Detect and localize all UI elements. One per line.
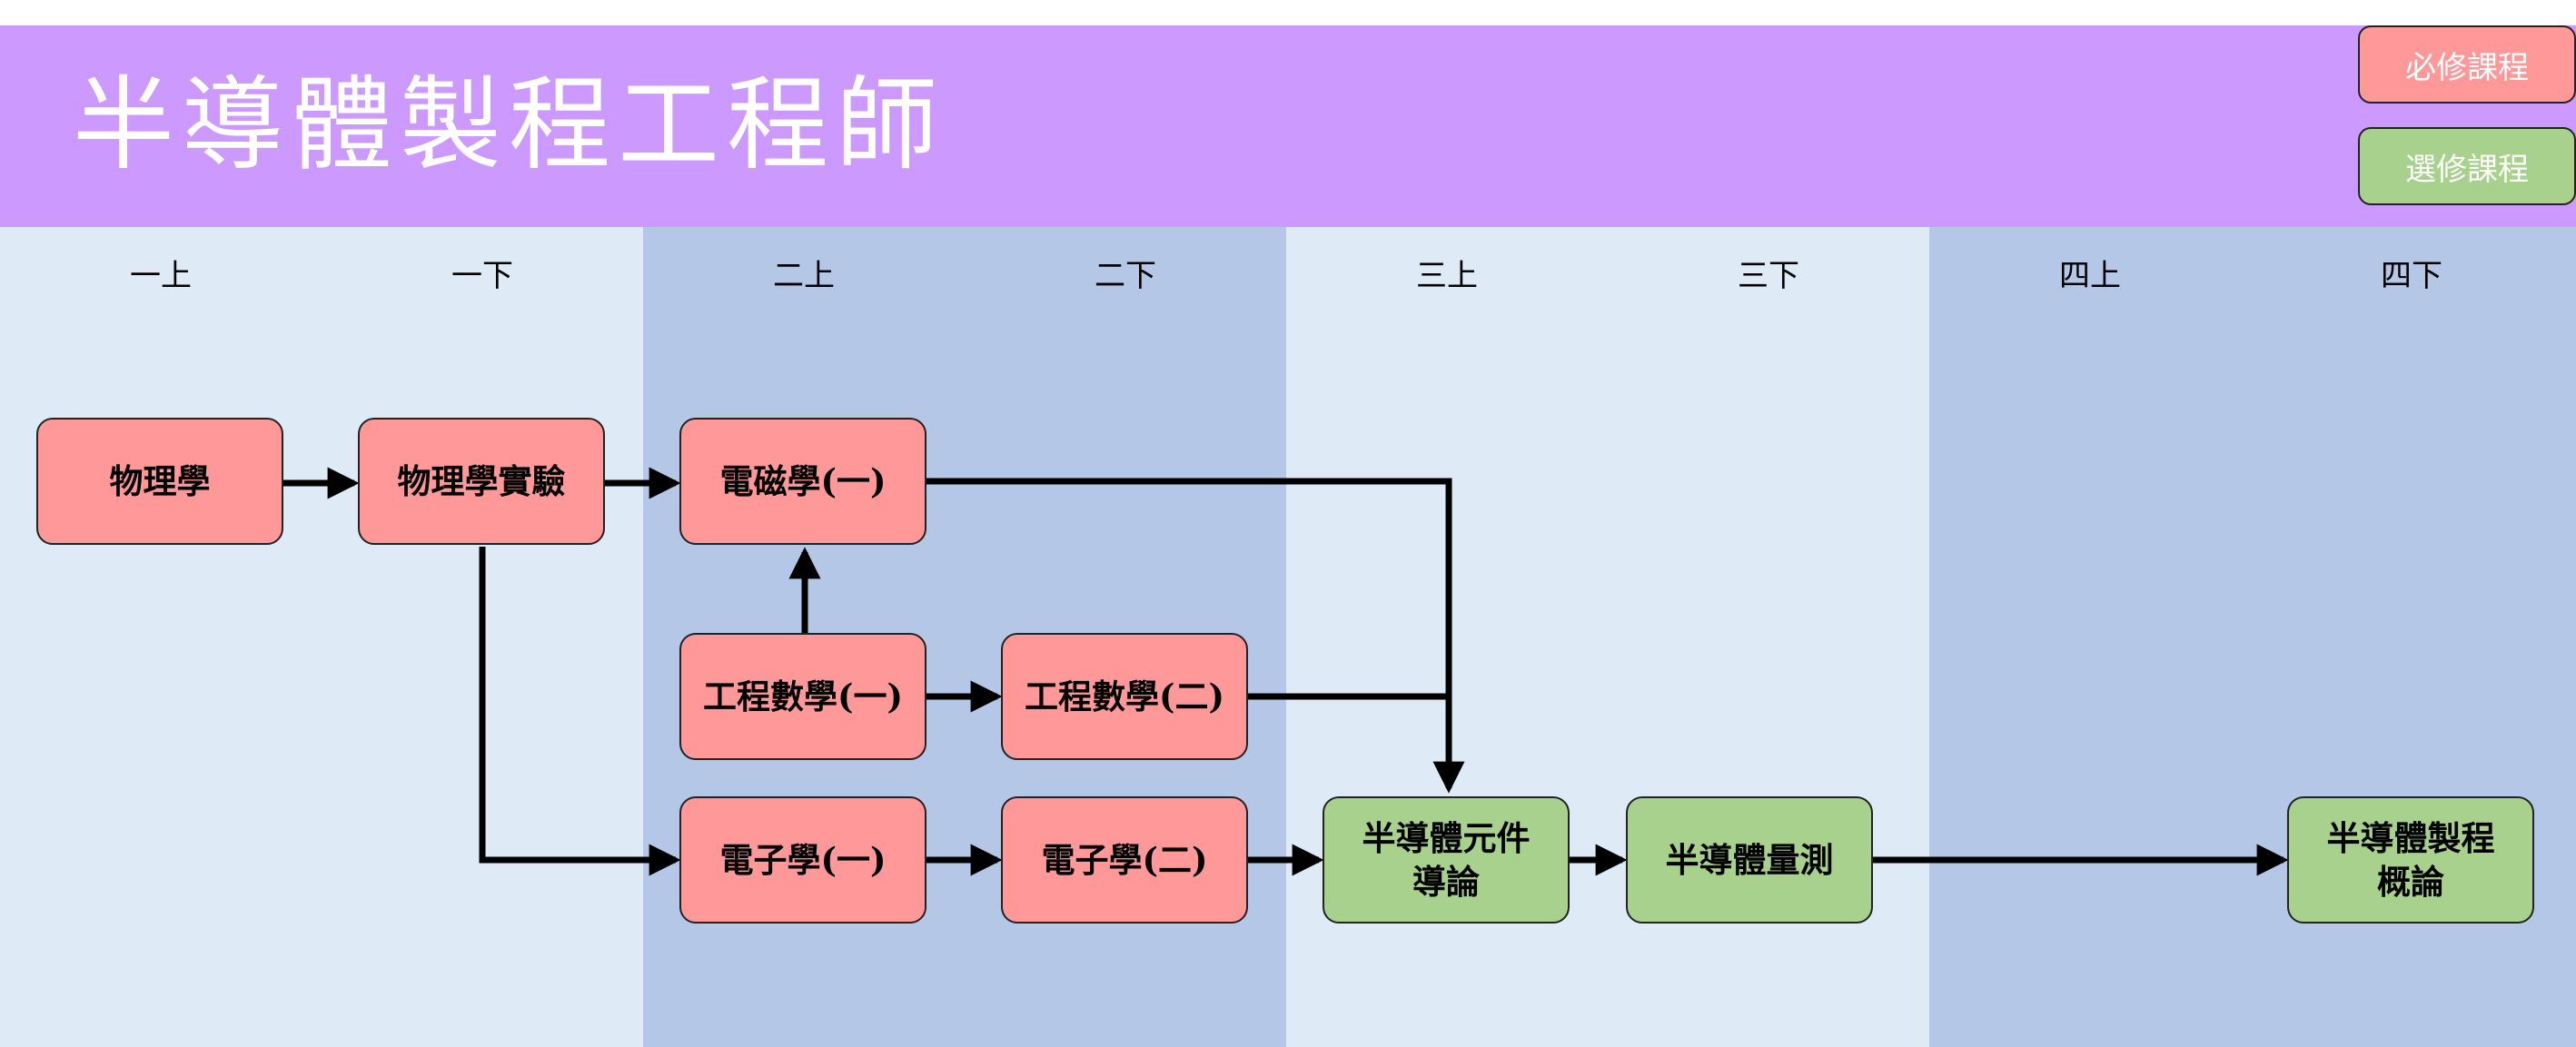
course-engineering-math-1: 工程數學(一) [679, 633, 926, 760]
arrow-lab-to-electronics1 [479, 547, 681, 876]
course-electronics-1: 電子學(一) [679, 796, 926, 924]
course-semiconductor-measurement: 半導體量測 [1626, 796, 1873, 924]
semester-label-3b: 三下 [1738, 258, 1799, 294]
course-semiconductor-device-intro: 半導體元件 導論 [1323, 796, 1570, 924]
page-title: 半導體製程工程師 [73, 66, 945, 184]
legend-elective-course: 選修課程 [2358, 127, 2576, 205]
semester-label-2a: 二上 [773, 258, 835, 294]
semester-label-3a: 三上 [1416, 258, 1478, 294]
semester-label-1b: 一下 [451, 258, 513, 294]
course-physics: 物理學 [36, 418, 283, 545]
semester-label-1a: 一上 [130, 258, 192, 294]
arrow-em1-to-device [926, 478, 1465, 794]
course-physics-lab: 物理學實驗 [358, 418, 605, 545]
semester-label-4b: 四下 [2381, 258, 2442, 294]
legend-required-course: 必修課程 [2358, 25, 2576, 104]
semester-label-2b: 二下 [1095, 258, 1156, 294]
course-electronics-2: 電子學(二) [1001, 796, 1248, 924]
semester-label-4a: 四上 [2059, 258, 2121, 294]
course-engineering-math-2: 工程數學(二) [1001, 633, 1248, 760]
course-semiconductor-process-intro: 半導體製程 概論 [2287, 796, 2534, 924]
column-year-1 [0, 227, 643, 1047]
header-banner: 半導體製程工程師 [0, 25, 2576, 227]
course-electromagnetics-1: 電磁學(一) [679, 418, 926, 545]
